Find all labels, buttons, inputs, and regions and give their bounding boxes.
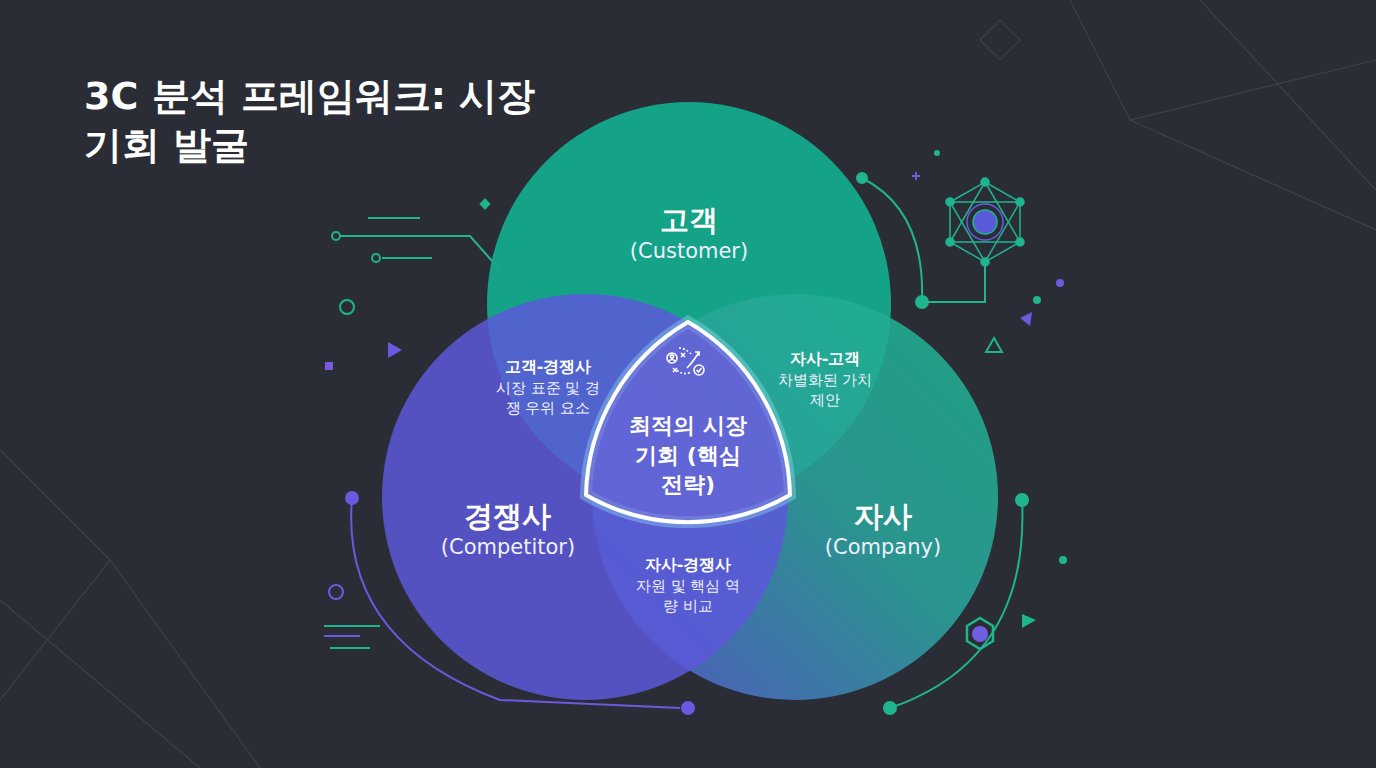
node-body: 자원 및 핵심 역량 비교 [633, 576, 743, 617]
text-group: 자사-고객차별화된 가치 제안 [775, 349, 875, 410]
node-body: (Customer) [630, 238, 748, 265]
text-group: 최적의 시장 기회 (핵심 전략) [623, 411, 753, 500]
text-group: 자사(Company) [825, 498, 941, 562]
node-heading: 최적의 시장 기회 (핵심 전략) [623, 411, 753, 500]
core-opportunity: 최적의 시장 기회 (핵심 전략) [583, 318, 793, 500]
text-group: 자사-경쟁사자원 및 핵심 역량 비교 [633, 555, 743, 616]
node-heading: 고객 [660, 202, 718, 238]
node-body: (Competitor) [441, 534, 575, 561]
node-heading: 자사-경쟁사 [645, 555, 732, 576]
node-heading: 자사-고객 [790, 349, 861, 370]
text-group: 고객(Customer) [630, 202, 748, 266]
node-body: 시장 표준 및 경쟁 우위 요소 [492, 378, 604, 419]
node-heading: 경쟁사 [464, 498, 551, 534]
node-heading: 고객-경쟁사 [505, 357, 592, 378]
node-body: (Company) [825, 534, 941, 561]
reuleaux-shape [583, 318, 793, 500]
diagram-title: 3C 분석 프레임워크: 시장 기회 발굴 [84, 72, 544, 171]
text-group: 경쟁사(Competitor) [441, 498, 575, 562]
overlap-region: 자사-경쟁사자원 및 핵심 역량 비교 [620, 540, 756, 640]
node-body: 차별화된 가치 제안 [775, 370, 875, 411]
overlap-region: 자사-고객차별화된 가치 제안 [765, 330, 885, 430]
text-group: 고객-경쟁사시장 표준 및 경쟁 우위 요소 [492, 357, 604, 418]
overlap-region: 고객-경쟁사시장 표준 및 경쟁 우위 요소 [488, 330, 608, 450]
node-heading: 자사 [854, 498, 912, 534]
